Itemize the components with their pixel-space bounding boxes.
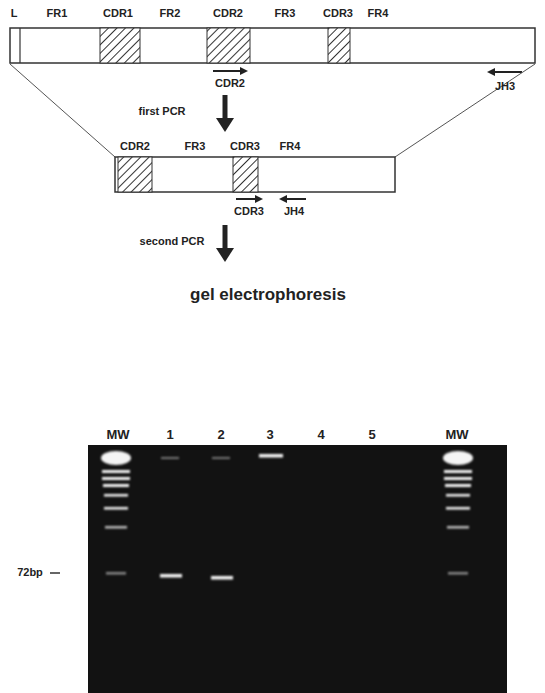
- lane-label: 5: [368, 428, 375, 441]
- region-label: CDR2: [120, 141, 150, 152]
- region-label: FR1: [47, 8, 68, 19]
- region-label: CDR3: [230, 141, 260, 152]
- lane-label: 1: [166, 428, 173, 441]
- step-label: second PCR: [140, 236, 205, 247]
- primer-label: JH3: [495, 81, 515, 92]
- size-marker: 72bp: [17, 567, 43, 578]
- primer-label: CDR3: [234, 206, 264, 217]
- primer-label: JH4: [284, 206, 304, 217]
- lane-label: 3: [266, 428, 273, 441]
- region-label: FR2: [160, 8, 181, 19]
- step-label: first PCR: [138, 106, 185, 117]
- region-label: FR3: [275, 8, 296, 19]
- region-label: FR3: [185, 141, 206, 152]
- region-label: FR4: [280, 141, 301, 152]
- lane-label: MW: [106, 428, 129, 441]
- lane-label: 2: [217, 428, 224, 441]
- region-label: FR4: [368, 8, 389, 19]
- step-label: gel electrophoresis: [190, 286, 346, 303]
- region-label: CDR1: [103, 8, 133, 19]
- region-label: CDR2: [213, 8, 243, 19]
- lane-label: 4: [317, 428, 324, 441]
- lane-label: MW: [445, 428, 468, 441]
- region-label: CDR3: [323, 8, 353, 19]
- primer-label: CDR2: [215, 78, 245, 89]
- region-label: L: [11, 8, 18, 19]
